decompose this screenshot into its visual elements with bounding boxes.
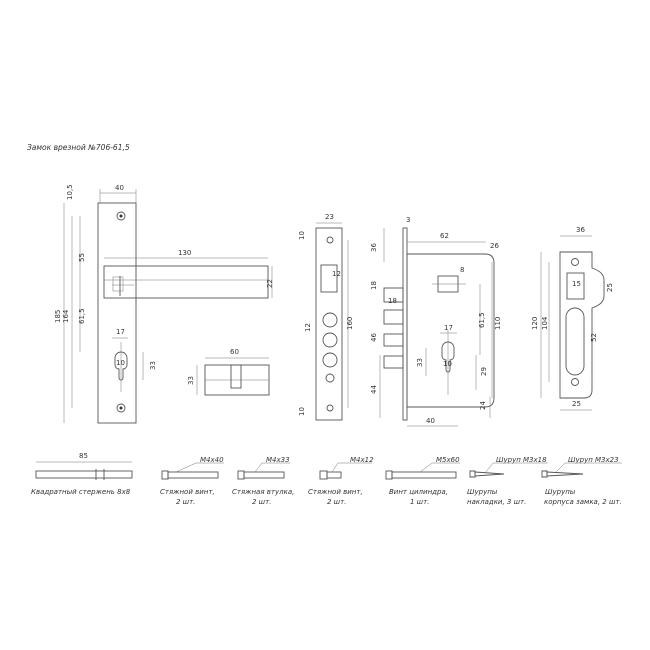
dim-33: 33 bbox=[149, 361, 157, 370]
dim-61-5: 61,5 bbox=[78, 308, 86, 324]
svg-text:Стяжная втулка,: Стяжная втулка, bbox=[232, 488, 294, 496]
dim-40: 40 bbox=[115, 184, 124, 192]
strike-bolt-slot bbox=[565, 307, 585, 376]
dim-164: 164 bbox=[62, 309, 70, 323]
svg-text:корпуса замка, 2 шт.: корпуса замка, 2 шт. bbox=[544, 498, 622, 506]
cylinder-cam bbox=[230, 364, 242, 389]
faceplate-view: 23 10 12 12 160 10 bbox=[298, 213, 354, 421]
svg-text:Винт цилиндра,: Винт цилиндра, bbox=[389, 488, 448, 496]
lever-handle bbox=[103, 265, 269, 299]
handle-plate-view: 40 10,5 185 164 55 61,5 17 10 33 130 22 bbox=[54, 184, 274, 424]
dim-8: 8 bbox=[460, 266, 464, 274]
deadbolt-1 bbox=[322, 312, 338, 328]
case-screw-m3x23: Шуруп М3х23 Шурупы корпуса замка, 2 шт. bbox=[541, 456, 622, 506]
lock-faceplate-edge bbox=[402, 227, 408, 421]
dim-60: 60 bbox=[230, 348, 239, 356]
dim-3: 3 bbox=[406, 216, 410, 224]
dim-62: 62 bbox=[440, 232, 449, 240]
dim-10: 10 bbox=[443, 360, 452, 368]
svg-text:М5х60: М5х60 bbox=[436, 456, 460, 464]
handle-plate bbox=[97, 202, 137, 424]
cylinder-view: 60 33 bbox=[187, 348, 270, 396]
deadbolt-3 bbox=[322, 352, 338, 368]
dim-120: 120 bbox=[531, 317, 539, 330]
dim-15: 15 bbox=[572, 280, 581, 288]
dim-110: 110 bbox=[494, 317, 502, 330]
dim-44: 44 bbox=[370, 385, 378, 394]
cylinder-screw-m5x60: М5х60 Винт цилиндра, 1 шт. bbox=[385, 456, 460, 506]
svg-text:М4х12: М4х12 bbox=[350, 456, 374, 464]
dim-12: 12 bbox=[304, 323, 312, 332]
svg-text:Шурупы: Шурупы bbox=[467, 488, 498, 496]
dim-10-5: 10,5 bbox=[66, 184, 74, 200]
dim-33: 33 bbox=[416, 358, 424, 367]
svg-text:Шурупы: Шурупы bbox=[545, 488, 576, 496]
rod-dim-85: 85 bbox=[79, 452, 88, 460]
lock-case bbox=[406, 253, 495, 408]
dim-25: 25 bbox=[572, 400, 581, 408]
parts-row: 85 Квадратный стержень 8х8 М4х40 Стяжной… bbox=[31, 452, 622, 506]
square-rod: 85 Квадратный стержень 8х8 bbox=[31, 452, 133, 496]
lock-body-view: 3 36 62 26 8 18 18 46 44 61,5 110 17 10 … bbox=[370, 216, 502, 427]
dim-33: 33 bbox=[187, 376, 195, 385]
dim-36: 36 bbox=[370, 243, 378, 252]
dim-10: 10 bbox=[298, 231, 306, 240]
dim-23: 23 bbox=[325, 213, 334, 221]
dim-25: 25 bbox=[606, 283, 614, 292]
dim-18: 18 bbox=[388, 297, 397, 305]
dim-55: 55 bbox=[78, 253, 86, 262]
svg-text:М4х40: М4х40 bbox=[200, 456, 224, 464]
svg-text:2 шт.: 2 шт. bbox=[252, 498, 271, 506]
dim-10: 10 bbox=[116, 359, 125, 367]
svg-text:Стяжной винт,: Стяжной винт, bbox=[160, 488, 215, 496]
strike-plate-view: 36 15 25 120 104 52 25 bbox=[531, 226, 614, 411]
svg-text:Шуруп М3х18: Шуруп М3х18 bbox=[496, 456, 547, 464]
dim-17: 17 bbox=[444, 324, 453, 332]
tie-bushing-m4x33: М4х33 Стяжная втулка, 2 шт. bbox=[232, 456, 294, 506]
plate-screw-m3x18: Шуруп М3х18 Шурупы накладки, 3 шт. bbox=[467, 456, 548, 506]
svg-text:накладки, 3 шт.: накладки, 3 шт. bbox=[467, 498, 526, 506]
deadbolt-2 bbox=[322, 332, 338, 348]
latch-opening bbox=[320, 264, 338, 293]
drawing-title: Замок врезной №706-61,5 bbox=[27, 143, 130, 152]
dim-12: 12 bbox=[332, 270, 341, 278]
svg-text:1 шт.: 1 шт. bbox=[410, 498, 429, 506]
dim-18: 18 bbox=[370, 281, 378, 290]
strike-latch-opening bbox=[566, 272, 585, 300]
dim-52: 52 bbox=[590, 333, 598, 342]
dim-104: 104 bbox=[541, 316, 549, 330]
tie-screw-m4x40: М4х40 Стяжной винт, 2 шт. bbox=[160, 456, 224, 506]
tie-screw-m4x12: М4х12 Стяжной винт, 2 шт. bbox=[308, 456, 374, 506]
dim-10: 10 bbox=[298, 407, 306, 416]
dim-61-5: 61,5 bbox=[478, 312, 486, 328]
dim-36: 36 bbox=[576, 226, 585, 234]
svg-text:2 шт.: 2 шт. bbox=[176, 498, 195, 506]
svg-text:2 шт.: 2 шт. bbox=[327, 498, 346, 506]
latch-bolt bbox=[383, 287, 404, 303]
svg-text:Стяжной винт,: Стяжной винт, bbox=[308, 488, 363, 496]
dim-40: 40 bbox=[426, 417, 435, 425]
dim-185: 185 bbox=[54, 310, 62, 323]
faceplate bbox=[315, 227, 343, 421]
rod-label: Квадратный стержень 8х8 bbox=[31, 488, 131, 496]
dim-22: 22 bbox=[266, 279, 274, 288]
dim-160: 160 bbox=[346, 317, 354, 330]
svg-text:Шуруп М3х23: Шуруп М3х23 bbox=[568, 456, 619, 464]
dim-130: 130 bbox=[178, 249, 191, 257]
dim-26: 26 bbox=[490, 242, 499, 250]
dim-46: 46 bbox=[370, 333, 378, 342]
dim-29: 29 bbox=[480, 367, 488, 376]
svg-text:М4х33: М4х33 bbox=[266, 456, 290, 464]
dim-17: 17 bbox=[116, 328, 125, 336]
dim-24: 24 bbox=[479, 401, 487, 410]
strike-plate bbox=[559, 251, 605, 399]
